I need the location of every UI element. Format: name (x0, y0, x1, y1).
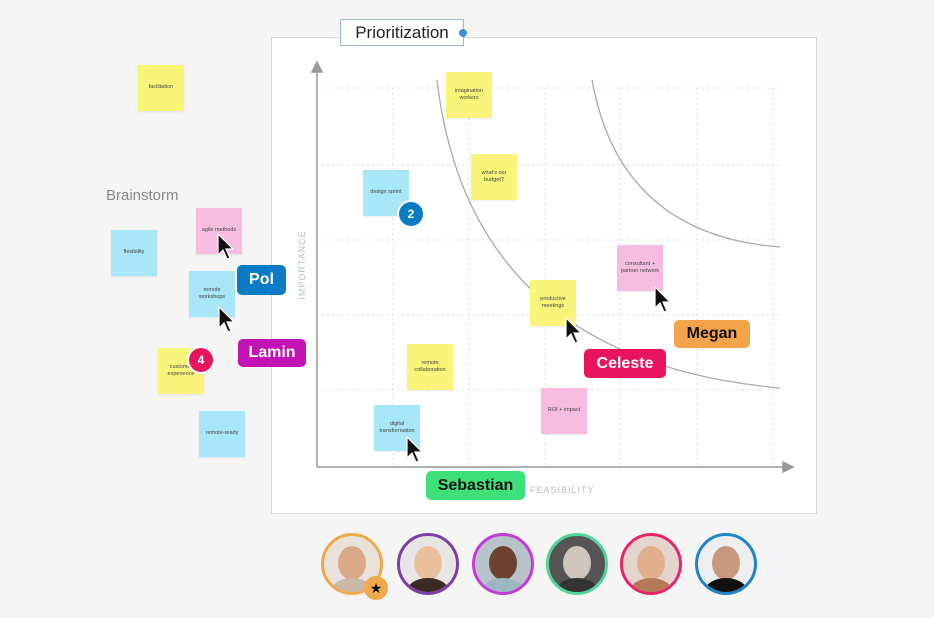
y-axis-label: IMPORTANCE (297, 230, 307, 300)
avatar[interactable] (397, 533, 459, 595)
cursor-pointer-icon (565, 317, 583, 344)
prioritization-frame[interactable] (271, 37, 817, 514)
frame-handle[interactable] (459, 29, 467, 37)
sticky-note[interactable]: productive meetings (530, 280, 576, 326)
avatar[interactable] (546, 533, 608, 595)
collaborator-label-sebastian: Sebastian (426, 471, 525, 500)
collaborator-label-megan: Megan (674, 320, 750, 348)
avatar[interactable] (620, 533, 682, 595)
sticky-note[interactable]: imagination workers (446, 72, 492, 118)
sticky-note[interactable]: remote collaboration (407, 344, 453, 390)
sticky-note[interactable]: what's our budget? (471, 154, 517, 200)
sticky-note[interactable]: agile methods (196, 208, 242, 254)
collaborator-label-lamin: Lamin (238, 339, 306, 367)
sticky-note[interactable]: ROI + impact (541, 388, 587, 434)
brainstorm-heading: Brainstorm (106, 187, 179, 204)
sticky-note[interactable]: remote workshops (189, 271, 235, 317)
frame-title[interactable]: Prioritization (340, 19, 464, 46)
cursor-pointer-icon (654, 286, 672, 313)
cursor-pointer-icon (406, 436, 424, 463)
sticky-note[interactable]: remote-ready (199, 411, 245, 457)
sticky-note[interactable]: flexibility (111, 230, 157, 276)
cursor-pointer-icon (218, 306, 236, 333)
avatar[interactable] (695, 533, 757, 595)
vote-count-badge[interactable]: 2 (397, 200, 425, 228)
host-star-icon: ★ (364, 576, 388, 600)
cursor-pointer-icon (217, 233, 235, 260)
vote-count-badge[interactable]: 4 (187, 346, 215, 374)
collaborator-label-celeste: Celeste (584, 349, 666, 378)
sticky-note[interactable]: facilitation (138, 65, 184, 111)
avatar[interactable] (472, 533, 534, 595)
sticky-note[interactable]: consultant + partner network (617, 245, 663, 291)
x-axis-label: FEASIBILITY (530, 485, 595, 495)
collaborator-label-pol: Pol (237, 265, 286, 295)
priority-curve-outer (591, 79, 781, 248)
